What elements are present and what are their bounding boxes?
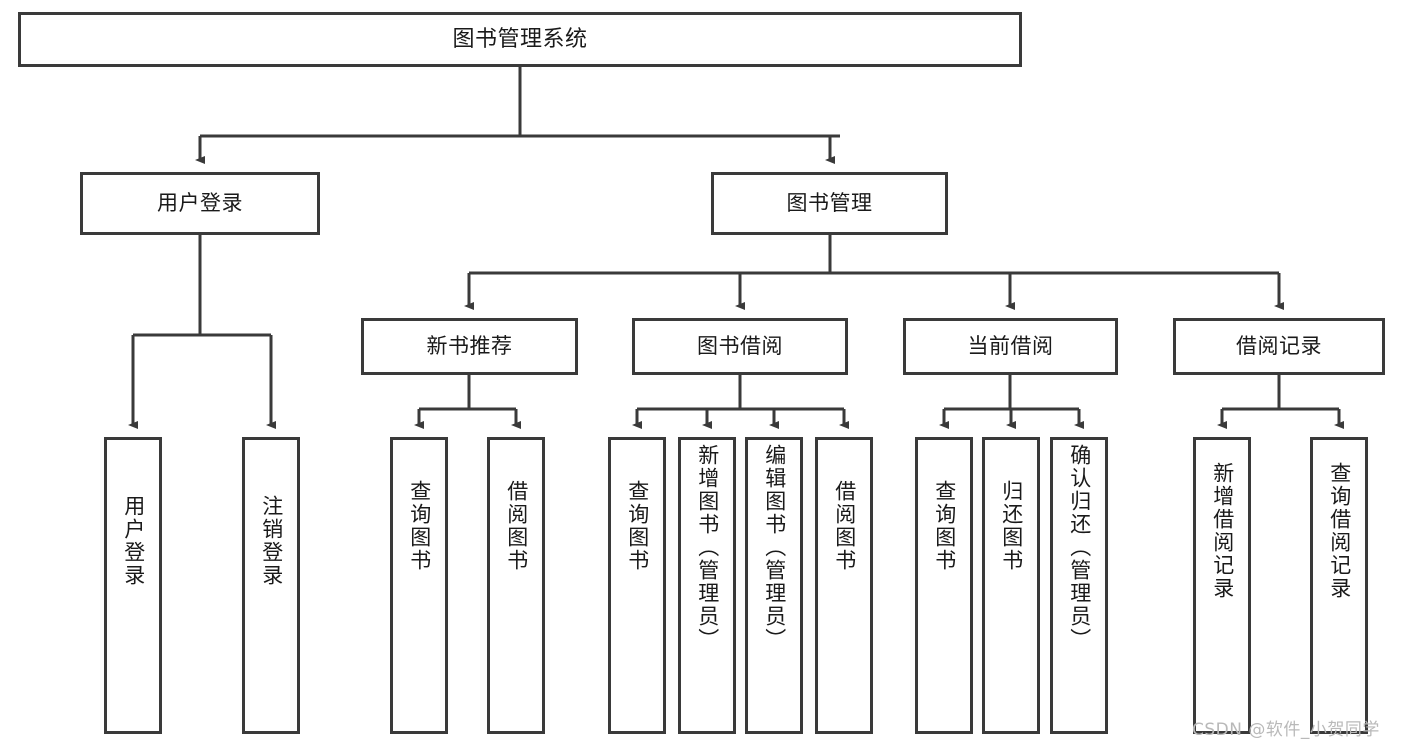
node-leaf-query-record[interactable]: 查询借阅记录	[1310, 437, 1368, 734]
node-book-manage-label: 图书管理	[786, 191, 873, 216]
node-leaf-query-book-br[interactable]: 查询图书	[608, 437, 666, 734]
node-leaf-query-book-new[interactable]: 查询图书	[390, 437, 448, 734]
node-new-book-recommend-label: 新书推荐	[426, 334, 513, 359]
node-book-manage[interactable]: 图书管理	[711, 172, 948, 235]
node-book-borrow[interactable]: 图书借阅	[632, 318, 848, 375]
node-current-borrow[interactable]: 当前借阅	[903, 318, 1118, 375]
node-leaf-edit-book[interactable]: 编辑图书（管理员）	[745, 437, 803, 734]
node-current-borrow-label: 当前借阅	[967, 334, 1054, 359]
node-leaf-return-book[interactable]: 归还图书	[982, 437, 1040, 734]
node-leaf-user-login[interactable]: 用户登录	[104, 437, 162, 734]
node-leaf-query-book-new-label: 查询图书	[407, 480, 432, 572]
node-leaf-query-book-cur-label: 查询图书	[932, 480, 957, 572]
node-leaf-user-login-label: 用户登录	[121, 495, 146, 587]
node-leaf-add-book-label: 新增图书（管理员）	[695, 444, 720, 651]
node-leaf-borrow-book-br-label: 借阅图书	[832, 480, 857, 572]
node-leaf-query-record-label: 查询借阅记录	[1327, 462, 1352, 600]
node-leaf-add-record-label: 新增借阅记录	[1210, 462, 1235, 600]
node-root[interactable]: 图书管理系统	[18, 12, 1022, 67]
node-leaf-confirm-return-label: 确认归还（管理员）	[1067, 444, 1092, 651]
node-leaf-borrow-book-br[interactable]: 借阅图书	[815, 437, 873, 734]
node-leaf-edit-book-label: 编辑图书（管理员）	[762, 444, 787, 651]
node-root-label: 图书管理系统	[452, 26, 588, 52]
node-borrow-record-label: 借阅记录	[1236, 334, 1322, 359]
node-leaf-query-book-cur[interactable]: 查询图书	[915, 437, 973, 734]
node-user-login[interactable]: 用户登录	[80, 172, 320, 235]
node-leaf-add-record[interactable]: 新增借阅记录	[1193, 437, 1251, 734]
node-leaf-logout-label: 注销登录	[259, 495, 284, 587]
node-leaf-return-book-label: 归还图书	[999, 480, 1024, 572]
node-new-book-recommend[interactable]: 新书推荐	[361, 318, 578, 375]
node-leaf-borrow-book-new[interactable]: 借阅图书	[487, 437, 545, 734]
node-leaf-logout[interactable]: 注销登录	[242, 437, 300, 734]
node-user-login-label: 用户登录	[157, 191, 243, 216]
node-leaf-add-book[interactable]: 新增图书（管理员）	[678, 437, 736, 734]
node-book-borrow-label: 图书借阅	[697, 334, 783, 359]
node-leaf-confirm-return[interactable]: 确认归还（管理员）	[1050, 437, 1108, 734]
node-leaf-query-book-br-label: 查询图书	[625, 480, 650, 572]
node-leaf-borrow-book-new-label: 借阅图书	[504, 480, 529, 572]
node-borrow-record[interactable]: 借阅记录	[1173, 318, 1385, 375]
csdn-watermark: CSDN @软件_小贺同学	[1192, 720, 1380, 740]
